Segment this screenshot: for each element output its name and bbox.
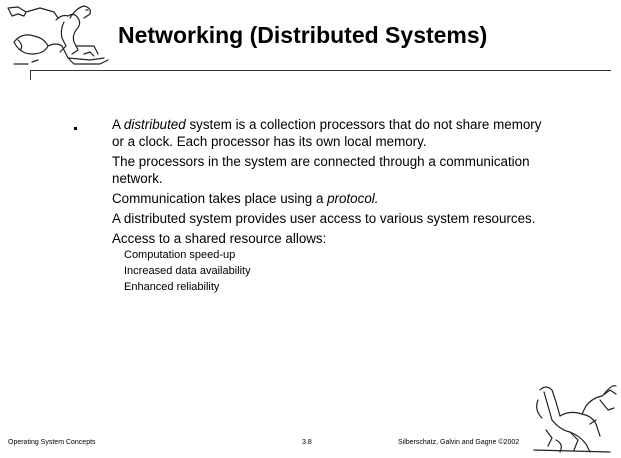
paragraph-shared-resource: Access to a shared resource allows: xyxy=(112,231,327,246)
sub-item-speed-up: Computation speed-up xyxy=(124,249,236,261)
dinosaur-logo-icon xyxy=(7,5,109,65)
emphasis-distributed: distributed xyxy=(123,117,186,132)
emphasis-protocol: protocol. xyxy=(327,191,379,206)
text: system is a collection processors that d… xyxy=(112,117,542,149)
text: Communication takes place using a xyxy=(112,191,328,206)
footer-book-title: Operating System Concepts xyxy=(8,439,96,446)
slide-body: A distributed system is a collection pro… xyxy=(112,116,552,295)
title-divider xyxy=(30,70,611,71)
slide-title: Networking (Distributed Systems) xyxy=(118,22,488,48)
footer-authors: Silberschatz, Galvin and Gagne ©2002 xyxy=(398,439,520,446)
bullet-marker xyxy=(74,127,77,130)
paragraph-protocol: Communication takes place using a protoc… xyxy=(112,190,552,207)
paragraph-network: The processors in the system are connect… xyxy=(112,154,530,186)
sub-item-reliability: Enhanced reliability xyxy=(124,281,220,293)
dinosaur-logo-icon xyxy=(533,385,617,453)
paragraph-resources: A distributed system provides user acces… xyxy=(112,211,536,226)
footer-page-number: 3.8 xyxy=(302,439,312,446)
side-divider xyxy=(30,70,31,80)
text: A xyxy=(112,117,124,132)
paragraph-distributed-definition: A distributed system is a collection pro… xyxy=(112,116,552,150)
sub-item-data-availability: Increased data availability xyxy=(124,265,251,277)
